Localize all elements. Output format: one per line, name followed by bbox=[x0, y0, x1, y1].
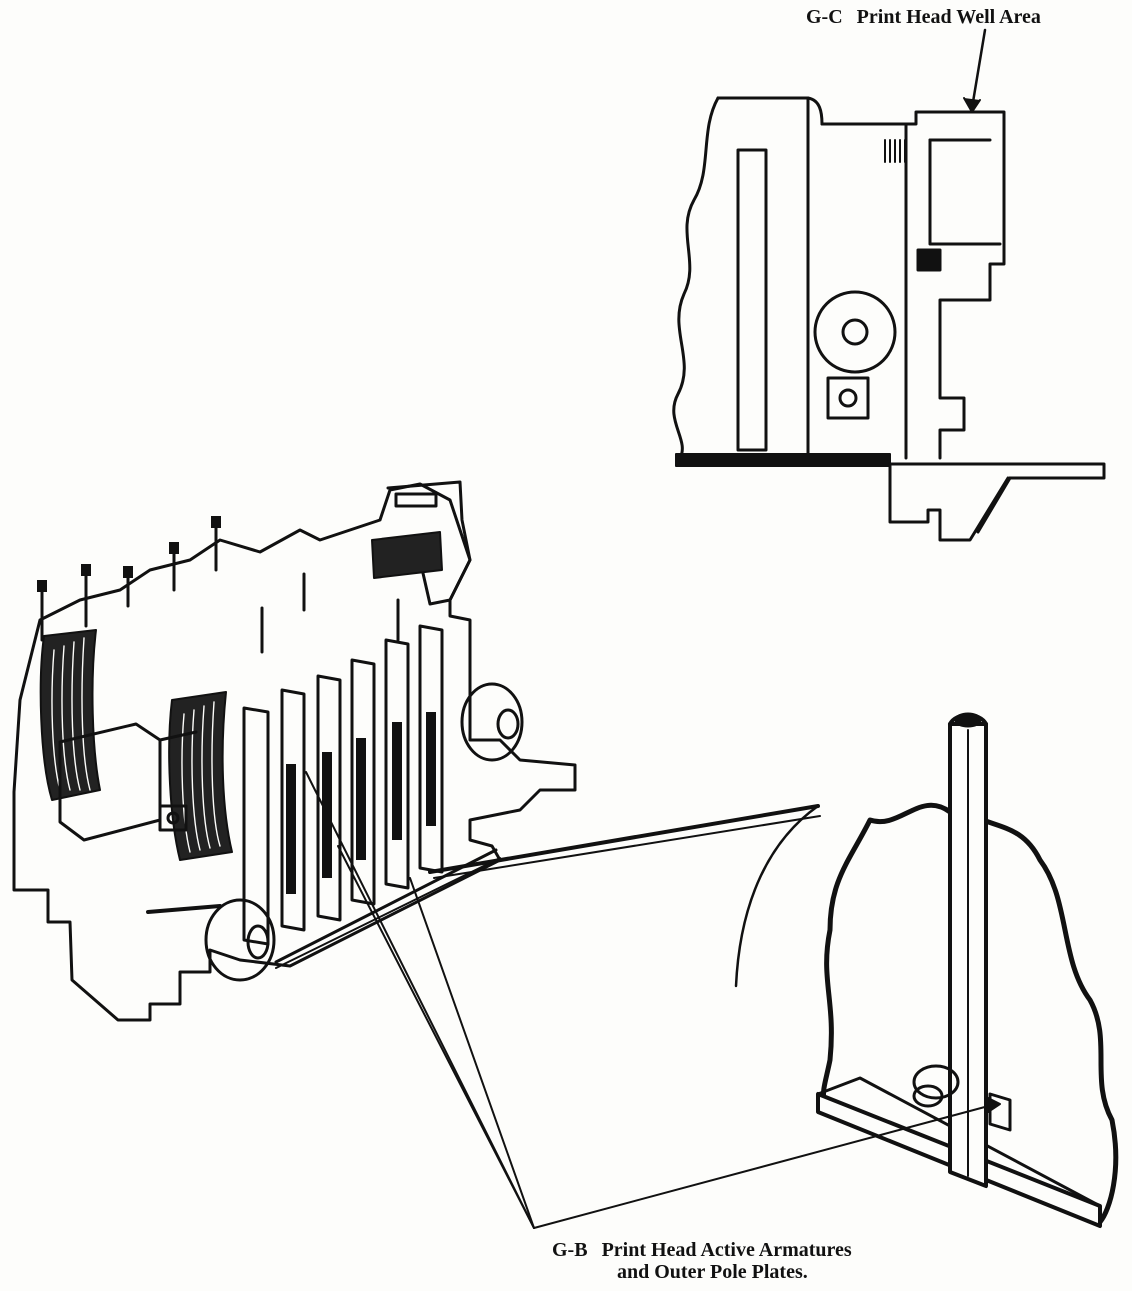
well-area-arrow bbox=[970, 28, 987, 110]
well-area-code: G-C bbox=[806, 6, 843, 28]
armature-text-line2: and Outer Pole Plates. bbox=[617, 1261, 808, 1283]
armature-plates bbox=[242, 624, 444, 946]
pin-row bbox=[40, 520, 400, 654]
print-head-assembly bbox=[12, 480, 577, 1022]
front-knob-icon bbox=[204, 898, 276, 982]
well-area-drawing bbox=[672, 96, 1106, 542]
armature-callout: G-B Print Head Active Armatures and Outer… bbox=[552, 1239, 852, 1283]
magnified-detail bbox=[428, 712, 1119, 1228]
armature-code: G-B bbox=[552, 1239, 588, 1261]
well-area-callout: G-C Print Head Well Area bbox=[806, 6, 1041, 28]
roller-icon bbox=[813, 290, 897, 374]
armature-leader-lines bbox=[305, 771, 1001, 1229]
armature-text-line1: Print Head Active Armatures bbox=[601, 1239, 852, 1261]
rear-roller-icon bbox=[460, 682, 524, 762]
well-area-text: Print Head Well Area bbox=[856, 6, 1041, 28]
